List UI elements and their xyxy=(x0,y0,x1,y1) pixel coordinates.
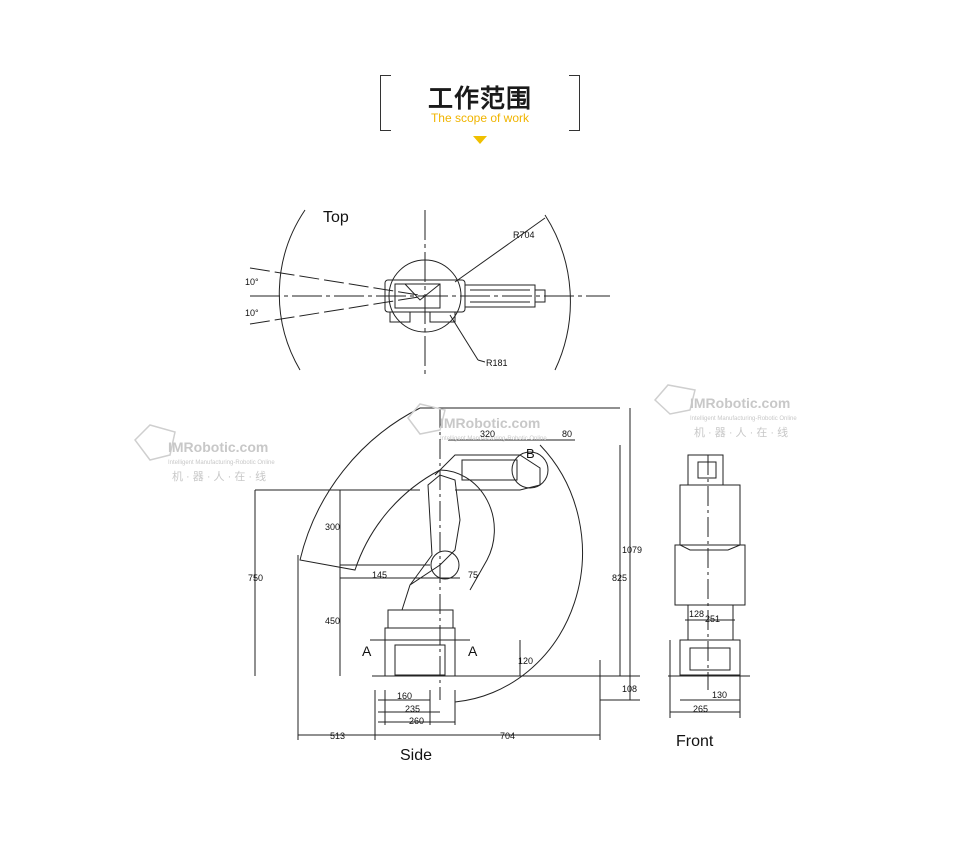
section-subtitle: The scope of work xyxy=(430,111,530,125)
watermark-brand-1: IMRobotic.com xyxy=(168,439,268,455)
label-251: 251 xyxy=(705,614,720,624)
label-75: 75 xyxy=(468,570,478,580)
label-r704: R704 xyxy=(513,230,535,240)
label-260: 260 xyxy=(409,716,424,726)
section-marker-a-right: A xyxy=(468,643,478,659)
top-reach-arc-right xyxy=(544,214,571,371)
label-235: 235 xyxy=(405,704,420,714)
label-1079: 1079 xyxy=(622,545,642,555)
label-320: 320 xyxy=(480,429,495,439)
section-title: 工作范围 xyxy=(427,84,532,113)
left-bracket xyxy=(380,75,391,131)
label-160: 160 xyxy=(397,691,412,701)
watermark-tagline-1: Intelligent Manufacturing-Robotic Online xyxy=(168,460,275,466)
label-angle-lower: 10° xyxy=(245,308,259,318)
top-view xyxy=(249,209,610,375)
watermark-logos xyxy=(134,384,696,461)
label-450: 450 xyxy=(325,616,340,626)
top-reach-arc-left xyxy=(278,209,306,371)
label-120: 120 xyxy=(518,656,533,666)
watermark-brand-3: IMRobotic.com xyxy=(690,395,790,411)
section-marker-a-left: A xyxy=(362,643,372,659)
right-bracket xyxy=(569,75,580,131)
side-envelope-front xyxy=(454,444,583,703)
section-header: 工作范围 The scope of work xyxy=(380,75,580,131)
base-circle xyxy=(388,259,462,333)
label-704: 704 xyxy=(500,731,515,741)
watermark-zh-1: 机 · 器 · 人 · 在 · 线 xyxy=(172,469,266,483)
label-128: 128 xyxy=(689,609,704,619)
watermark-tagline-3: Intelligent Manufacturing-Robotic Online xyxy=(690,416,797,422)
label-750: 750 xyxy=(248,573,263,583)
label-r181: R181 xyxy=(486,358,508,368)
front-view-title: Front xyxy=(676,733,714,750)
side-envelope-rear xyxy=(299,407,441,571)
label-513: 513 xyxy=(330,731,345,741)
side-view-title: Side xyxy=(400,747,432,764)
watermark-brand-2: IMRobotic.com xyxy=(440,415,540,431)
watermark-tagline-2: Intelligent Manufacturing-Robotic Online xyxy=(440,436,547,442)
label-265: 265 xyxy=(693,704,708,714)
label-300: 300 xyxy=(325,522,340,532)
label-108: 108 xyxy=(622,684,637,694)
watermark-zh-3: 机 · 器 · 人 · 在 · 线 xyxy=(694,425,788,439)
label-130: 130 xyxy=(712,690,727,700)
top-view-title: Top xyxy=(323,209,349,226)
side-view xyxy=(254,407,640,740)
label-angle-upper: 10° xyxy=(245,277,259,287)
label-825: 825 xyxy=(612,573,627,583)
label-80: 80 xyxy=(562,429,572,439)
detail-marker-b: B xyxy=(526,446,535,461)
down-arrow-icon xyxy=(473,136,487,144)
label-145: 145 xyxy=(372,570,387,580)
front-view xyxy=(668,454,750,718)
